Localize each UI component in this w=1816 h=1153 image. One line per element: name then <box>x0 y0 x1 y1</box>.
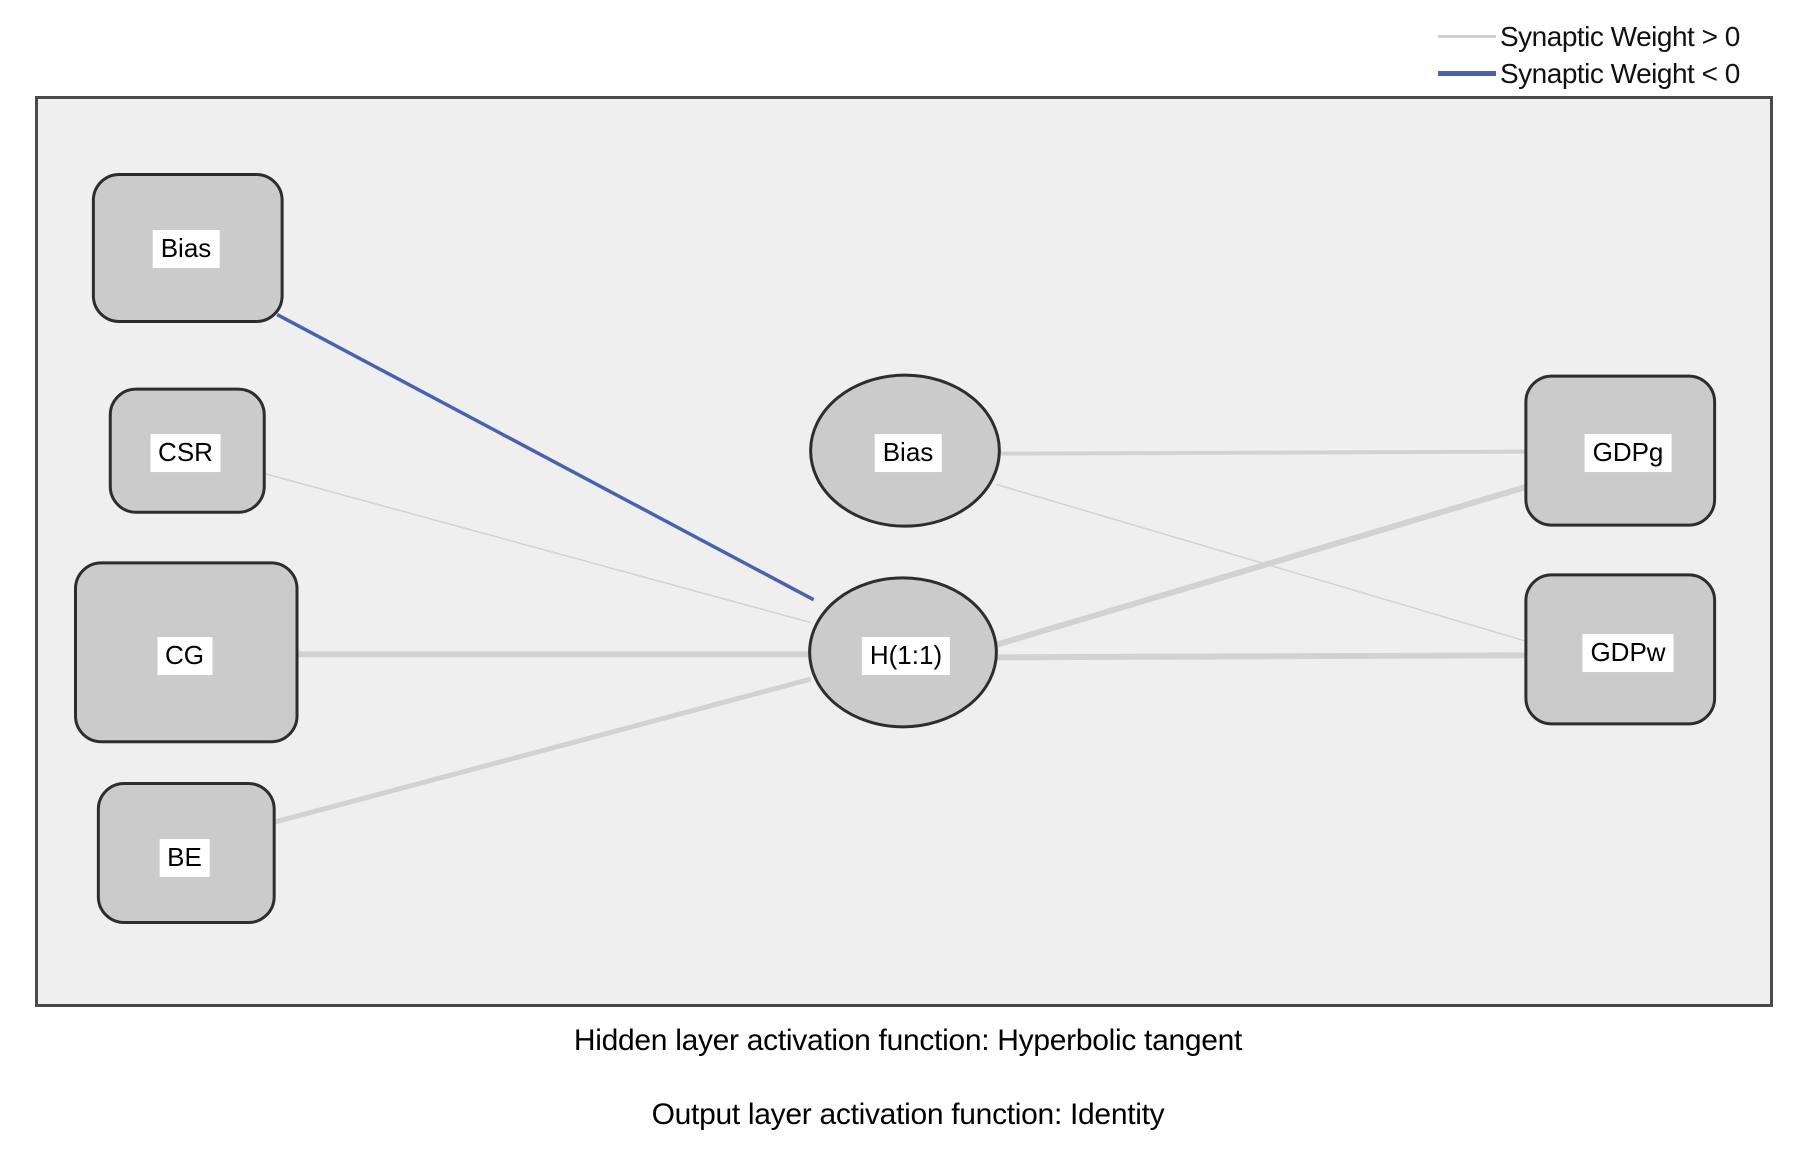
captions: Hidden layer activation function: Hyperb… <box>0 1024 1816 1153</box>
edge-input-bias-to-hidden-h11 <box>276 313 815 602</box>
hidden-activation-caption: Hidden layer activation function: Hyperb… <box>573 1024 1243 1057</box>
edge-input-be-to-hidden-h11 <box>273 676 812 825</box>
node-label-input-bias: Bias <box>152 230 220 268</box>
edge-input-csr-to-hidden-h11 <box>264 472 811 624</box>
legend-label-positive-weight: Synaptic Weight > 0 <box>1500 20 1740 52</box>
legend-item-positive-weight: Synaptic Weight > 0 <box>1438 18 1740 55</box>
network-diagram <box>74 173 1717 925</box>
node-label-input-be: BE <box>159 839 210 877</box>
node-label-output-gdpw: GDPw <box>1582 634 1674 672</box>
edge-hidden-bias-to-output-gdpg <box>997 449 1528 456</box>
node-label-hidden-h11: H(1:1) <box>861 637 951 675</box>
edge-hidden-h11-to-output-gdpg <box>993 483 1529 649</box>
node-label-hidden-bias: Bias <box>874 434 942 472</box>
node-label-input-cg: CG <box>157 637 212 675</box>
negative-weight-line-swatch <box>1438 71 1496 76</box>
output-activation-caption: Output layer activation function: Identi… <box>651 1098 1165 1131</box>
node-label-output-gdpg: GDPg <box>1584 434 1672 472</box>
legend: Synaptic Weight > 0 Synaptic Weight < 0 <box>1438 18 1740 92</box>
legend-item-negative-weight: Synaptic Weight < 0 <box>1438 55 1740 92</box>
legend-label-negative-weight: Synaptic Weight < 0 <box>1500 57 1740 89</box>
positive-weight-line-swatch <box>1438 35 1496 38</box>
node-label-input-csr: CSR <box>150 434 221 472</box>
edge-hidden-h11-to-output-gdpw <box>995 652 1528 661</box>
